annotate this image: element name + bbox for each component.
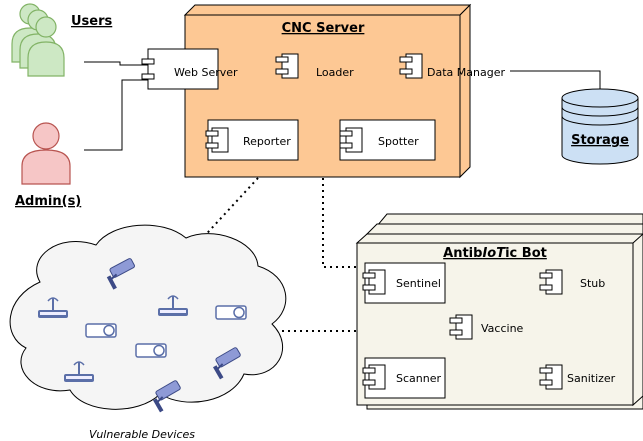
admins-label: Admin(s): [15, 194, 81, 209]
component-scanner[interactable]: Scanner: [362, 357, 446, 399]
admin-to-webserver-link: [84, 79, 148, 151]
component-spotter[interactable]: Spotter: [339, 119, 436, 161]
component-web-server[interactable]: Web Server: [141, 48, 238, 90]
admin-actor: [21, 122, 71, 185]
sanitizer-label: Sanitizer: [567, 372, 616, 385]
web-server-label: Web Server: [174, 66, 238, 79]
data-manager-label: Data Manager: [427, 66, 505, 79]
loader-label: Loader: [316, 66, 354, 79]
spotter-to-bot-link: [322, 178, 357, 268]
projector-icon: [85, 323, 117, 338]
scanner-label: Scanner: [396, 372, 441, 385]
storage-label: Storage: [571, 133, 629, 148]
sentinel-label: Sentinel: [396, 277, 441, 290]
spotter-label: Spotter: [378, 135, 419, 148]
bot-node-stack: [355, 213, 643, 410]
reporter-label: Reporter: [243, 135, 291, 148]
component-data-manager[interactable]: Data Manager: [399, 53, 505, 79]
users-to-webserver-link: [84, 61, 148, 66]
cnc-server-title: CNC Server: [282, 21, 365, 36]
component-loader[interactable]: Loader: [275, 53, 354, 79]
stub-label: Stub: [580, 277, 605, 290]
devices-caption: Vulnerable Devices: [89, 428, 195, 441]
storage-cylinder: [561, 88, 639, 165]
users-actor: [11, 3, 65, 77]
projector-icon: [215, 305, 247, 320]
projector-icon: [135, 343, 167, 358]
component-sanitizer[interactable]: Sanitizer: [539, 364, 616, 390]
component-sentinel[interactable]: Sentinel: [362, 262, 446, 304]
component-vaccine[interactable]: Vaccine: [449, 314, 524, 340]
bot-title: AntibIoTic Bot: [443, 246, 547, 261]
component-stub[interactable]: Stub: [539, 269, 605, 295]
vaccine-label: Vaccine: [481, 322, 524, 335]
users-label: Users: [71, 14, 113, 29]
component-reporter[interactable]: Reporter: [205, 119, 299, 161]
